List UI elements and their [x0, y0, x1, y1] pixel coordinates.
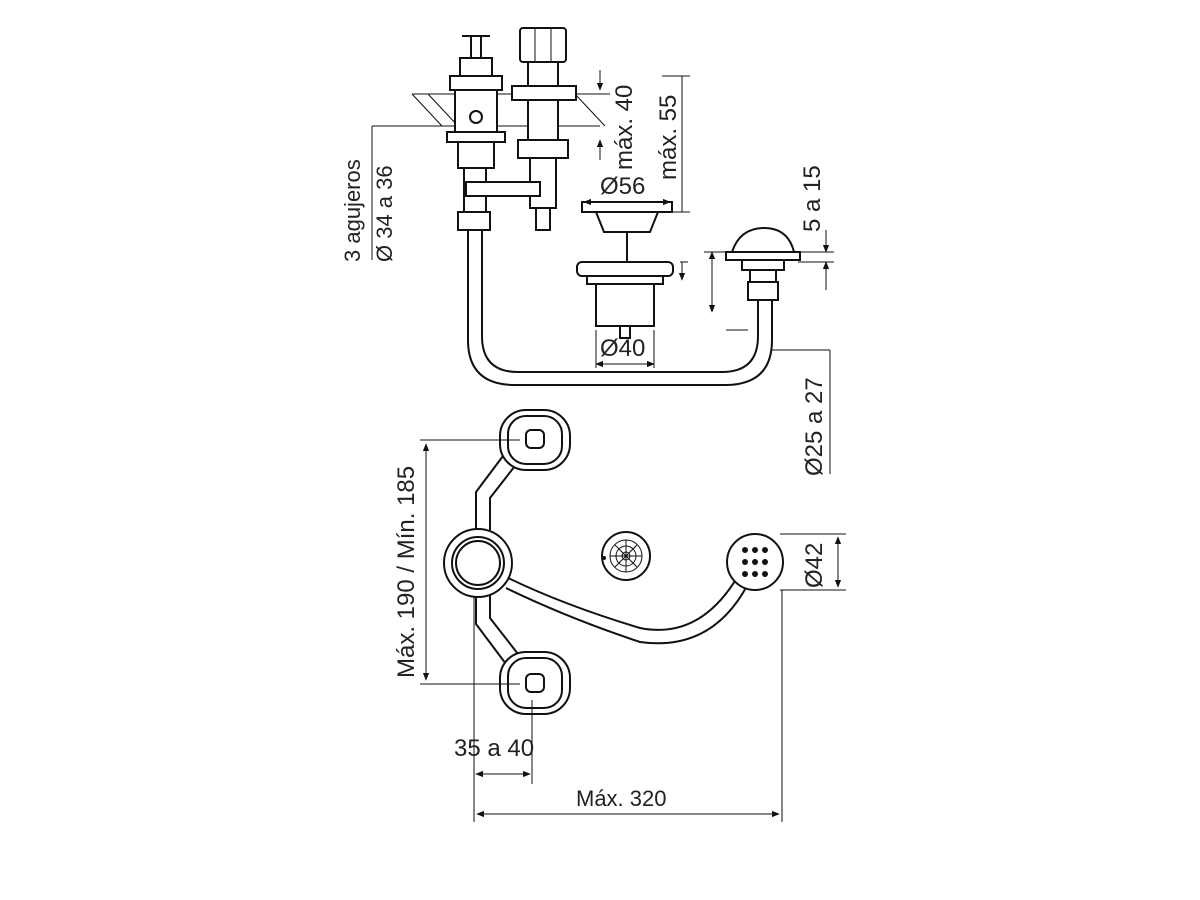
bottom-handle	[499, 651, 571, 715]
d42-label: Ø42	[801, 543, 828, 588]
dimension-lines-side	[371, 70, 834, 474]
max40-label: máx. 40	[611, 85, 638, 170]
range-5-15-label: 5 a 15	[799, 165, 826, 232]
drain-grate	[601, 531, 651, 581]
plan-pipes	[475, 451, 749, 665]
drain-body	[576, 261, 674, 339]
drain-cap	[581, 201, 673, 262]
range-35-40-label: 35 a 40	[454, 735, 534, 762]
side-elevation-view: 3 agujeros Ø 34 a 36 máx. 40 máx. 55 Ø56…	[340, 27, 834, 476]
flexible-hose	[467, 230, 773, 386]
left-valve	[446, 35, 506, 231]
d40-label: Ø40	[600, 335, 645, 362]
d56-label: Ø56	[600, 173, 645, 200]
holes-label-line1: 3 agujeros	[340, 159, 365, 262]
max190-label: Máx. 190 / Mín. 185	[393, 466, 420, 678]
max55-label: máx. 55	[655, 95, 682, 180]
dimension-lines-plan	[420, 439, 846, 822]
max320-label: Máx. 320	[576, 786, 667, 811]
spray-head	[725, 226, 801, 301]
central-spout	[443, 528, 513, 598]
connector-pipe	[465, 181, 541, 197]
plan-view: Máx. 190 / Mín. 185 Ø42 35 a 40 Máx. 320	[393, 409, 846, 822]
holes-label-line2: Ø 34 a 36	[372, 165, 397, 262]
d25-27-label: Ø25 a 27	[801, 377, 828, 476]
right-valve	[511, 27, 577, 231]
top-handle	[499, 409, 571, 471]
spray-head-plan	[726, 533, 784, 591]
